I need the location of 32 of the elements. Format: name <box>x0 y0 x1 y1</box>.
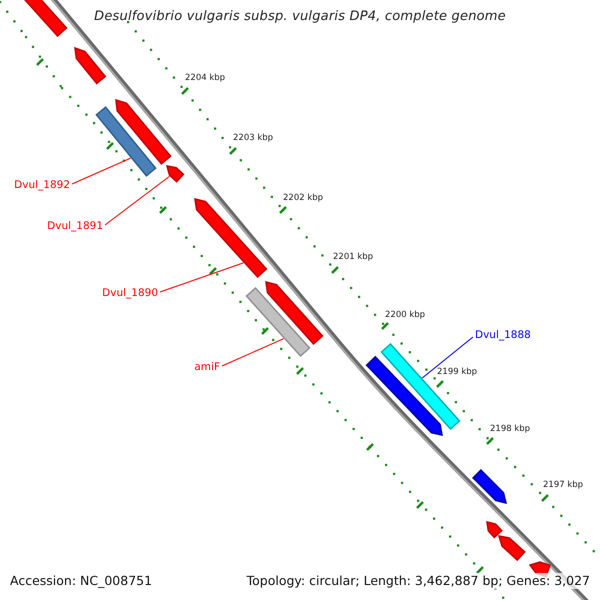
scale-tick-label: 2201 kbp <box>333 252 374 262</box>
leader-line <box>222 338 284 366</box>
gene-label: amiF <box>194 361 220 373</box>
gene-label: Dvul_1892 <box>14 179 70 191</box>
leader-line <box>104 176 170 226</box>
gene-segment <box>194 198 268 278</box>
gene-segment <box>472 469 508 504</box>
scale-tick-label: 2203 kbp <box>233 133 274 143</box>
footer-text: Topology: circular; Length: 3,462,887 bp; Genes: 3,027 <box>246 573 590 589</box>
footer-text: Accession: NC_008751 <box>10 573 152 589</box>
scale-tick-label: 2204 kbp <box>185 73 226 83</box>
leader-line <box>422 336 474 378</box>
scale-tick-label: 2200 kbp <box>385 310 426 320</box>
scale-tick-label: 2198 kbp <box>490 424 530 434</box>
gene-label: Dvul_1888 <box>475 329 531 341</box>
gene-segment <box>486 521 503 538</box>
gene-segment <box>498 535 526 562</box>
gene-segment <box>265 281 324 346</box>
scale-tick-label: 2197 kbp <box>543 480 584 490</box>
leader-line <box>72 158 132 184</box>
leader-line <box>160 262 244 292</box>
gene-segment <box>95 106 157 177</box>
gene-label: Dvul_1890 <box>102 287 158 299</box>
gene-label: Dvul_1891 <box>47 220 103 232</box>
scale-tick-label: 2199 kbp <box>437 367 478 377</box>
title: Desulfovibrio vulgaris subsp. vulgaris DP4, complete genome <box>93 9 507 24</box>
gene-segment <box>115 98 172 165</box>
scale-tick-label: 2202 kbp <box>283 193 324 203</box>
gene-segment <box>245 286 311 358</box>
gene-segment <box>74 46 106 85</box>
gene-segment <box>166 165 184 183</box>
gene-segment <box>380 342 461 430</box>
